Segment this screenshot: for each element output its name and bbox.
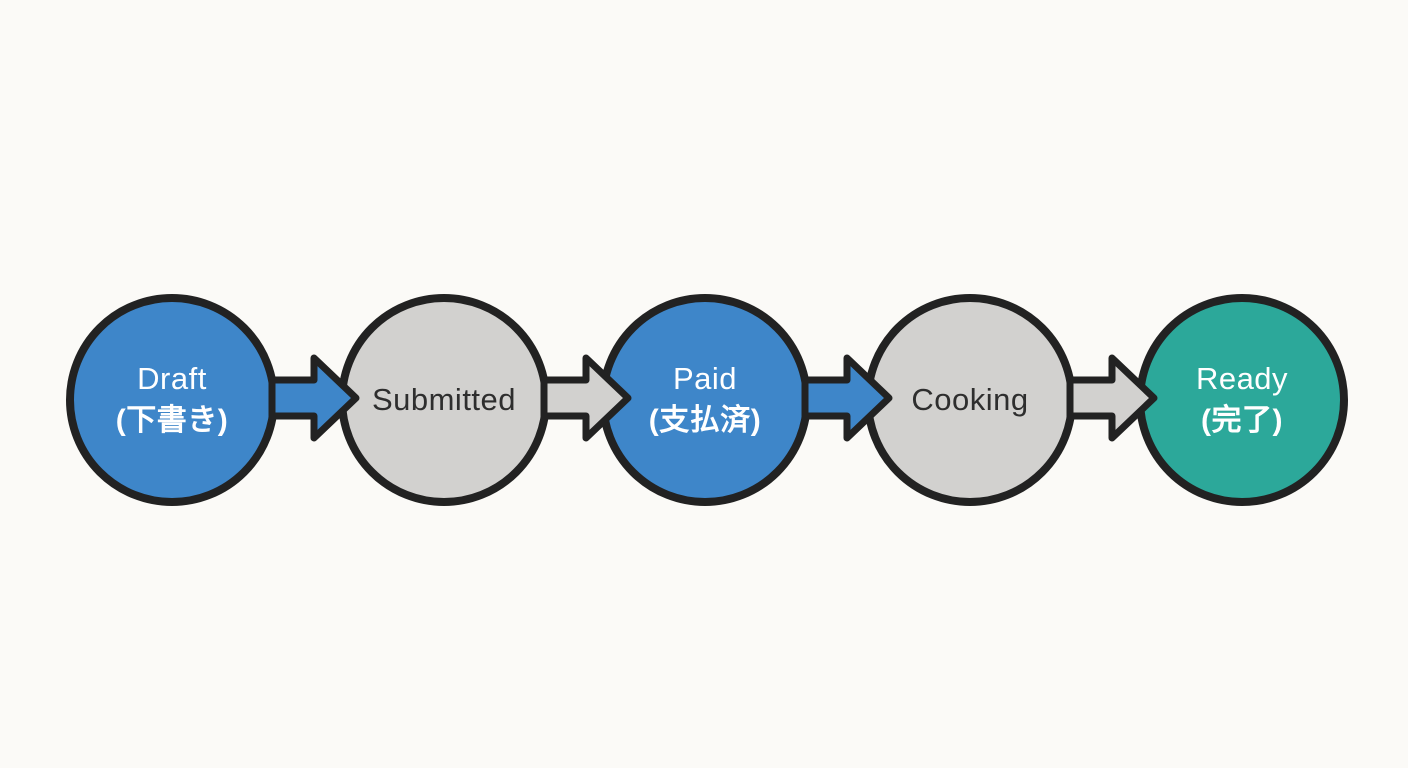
flow-node-cooking: Cooking (864, 294, 1076, 506)
node-sublabel: (支払済) (648, 404, 762, 438)
arrow-submitted-to-paid (540, 354, 632, 442)
arrow-cooking-to-ready (1066, 354, 1158, 442)
node-label: Paid (672, 361, 738, 397)
arrow-paid-to-cooking (801, 354, 893, 442)
arrow-draft-to-submitted (268, 354, 360, 442)
node-sublabel: (完了) (1201, 404, 1283, 438)
flow-node-submitted: Submitted (338, 294, 550, 506)
node-label: Cooking (911, 382, 1029, 418)
arrow-shape-icon (540, 354, 632, 442)
node-sublabel: (下書き) (115, 404, 229, 438)
node-label: Submitted (371, 382, 517, 418)
flow-node-paid: Paid (支払済) (599, 294, 811, 506)
arrow-shape-icon (801, 354, 893, 442)
node-label: Ready (1195, 361, 1289, 397)
node-label: Draft (137, 361, 207, 397)
flow-node-draft: Draft (下書き) (66, 294, 278, 506)
flow-node-ready: Ready (完了) (1136, 294, 1348, 506)
arrow-shape-icon (268, 354, 360, 442)
arrow-shape-icon (1066, 354, 1158, 442)
